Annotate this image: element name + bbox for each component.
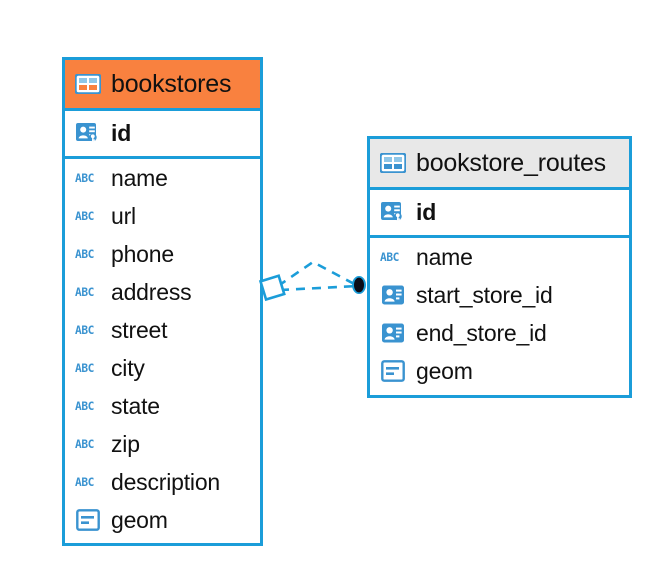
primary-key-section-bookstore-routes: id <box>370 190 629 238</box>
svg-text:ABC: ABC <box>380 251 399 264</box>
attribute-label-name: name <box>416 243 473 270</box>
entity-title-bookstores: bookstores <box>111 69 232 98</box>
attribute-label-state: state <box>111 392 160 419</box>
svg-text:ABC: ABC <box>75 438 94 451</box>
abc-text-icon: ABC <box>74 278 102 306</box>
attribute-label-phone: phone <box>111 240 174 267</box>
abc-text-icon: ABC <box>74 430 102 458</box>
diamond-outline-marker <box>258 274 286 302</box>
attribute-list-bookstore-routes: ABC name start_store_id <box>370 238 629 390</box>
filled-circle-marker <box>352 276 366 294</box>
svg-text:ABC: ABC <box>75 400 94 413</box>
relationship-line-upper <box>277 260 359 288</box>
primary-key-icon <box>379 199 407 227</box>
entity-header-bookstore-routes[interactable]: bookstore_routes <box>370 139 629 190</box>
attribute-row-city[interactable]: ABC city <box>65 349 260 387</box>
table-icon <box>379 149 407 177</box>
attribute-label-city: city <box>111 354 145 381</box>
svg-text:ABC: ABC <box>75 248 94 261</box>
attribute-row-id[interactable]: id <box>370 190 629 235</box>
svg-text:ABC: ABC <box>75 362 94 375</box>
attribute-row-address[interactable]: ABC address <box>65 273 260 311</box>
entity-title-bookstore-routes: bookstore_routes <box>416 148 606 177</box>
foreign-key-icon <box>379 319 407 347</box>
attribute-row-geom[interactable]: geom <box>65 501 260 539</box>
geometry-icon <box>379 357 407 385</box>
primary-key-section-bookstores: id <box>65 111 260 159</box>
attribute-row-phone[interactable]: ABC phone <box>65 235 260 273</box>
attribute-label-url: url <box>111 202 136 229</box>
attribute-row-geom[interactable]: geom <box>370 352 629 390</box>
attribute-row-end-store-id[interactable]: end_store_id <box>370 314 629 352</box>
attribute-label-geom: geom <box>416 357 473 384</box>
svg-text:ABC: ABC <box>75 324 94 337</box>
abc-text-icon: ABC <box>74 468 102 496</box>
svg-text:ABC: ABC <box>75 286 94 299</box>
attribute-row-zip[interactable]: ABC zip <box>65 425 260 463</box>
attribute-list-bookstores: ABC name ABC url ABC p <box>65 159 260 539</box>
abc-text-icon: ABC <box>379 243 407 271</box>
attribute-label-address: address <box>111 278 192 305</box>
abc-text-icon: ABC <box>74 164 102 192</box>
attribute-label-street: street <box>111 316 168 343</box>
attribute-row-id[interactable]: id <box>65 111 260 156</box>
svg-text:ABC: ABC <box>75 476 94 489</box>
primary-key-icon <box>74 120 102 148</box>
attribute-label-start-store-id: start_store_id <box>416 281 553 308</box>
attribute-label-name: name <box>111 164 168 191</box>
abc-text-icon: ABC <box>74 316 102 344</box>
entity-table-bookstores[interactable]: bookstores <box>62 57 263 546</box>
attribute-row-url[interactable]: ABC url <box>65 197 260 235</box>
attribute-row-name[interactable]: ABC name <box>65 159 260 197</box>
abc-text-icon: ABC <box>74 392 102 420</box>
abc-text-icon: ABC <box>74 240 102 268</box>
attribute-row-name[interactable]: ABC name <box>370 238 629 276</box>
attribute-label-end-store-id: end_store_id <box>416 319 547 346</box>
attribute-label-id: id <box>111 120 132 146</box>
table-icon <box>74 70 102 98</box>
attribute-row-street[interactable]: ABC street <box>65 311 260 349</box>
relationship-line-lower <box>279 284 359 292</box>
relationship-connector[interactable] <box>258 244 378 314</box>
svg-text:ABC: ABC <box>75 210 94 223</box>
foreign-key-icon <box>379 281 407 309</box>
attribute-label-geom: geom <box>111 506 168 533</box>
svg-text:ABC: ABC <box>75 172 94 185</box>
abc-text-icon: ABC <box>74 354 102 382</box>
attribute-row-start-store-id[interactable]: start_store_id <box>370 276 629 314</box>
attribute-label-id: id <box>416 199 437 225</box>
abc-text-icon: ABC <box>74 202 102 230</box>
geometry-icon <box>74 506 102 534</box>
attribute-row-state[interactable]: ABC state <box>65 387 260 425</box>
entity-header-bookstores[interactable]: bookstores <box>65 60 260 111</box>
attribute-label-zip: zip <box>111 430 140 457</box>
attribute-row-description[interactable]: ABC description <box>65 463 260 501</box>
attribute-label-description: description <box>111 468 221 495</box>
entity-table-bookstore-routes[interactable]: bookstore_routes <box>367 136 632 398</box>
